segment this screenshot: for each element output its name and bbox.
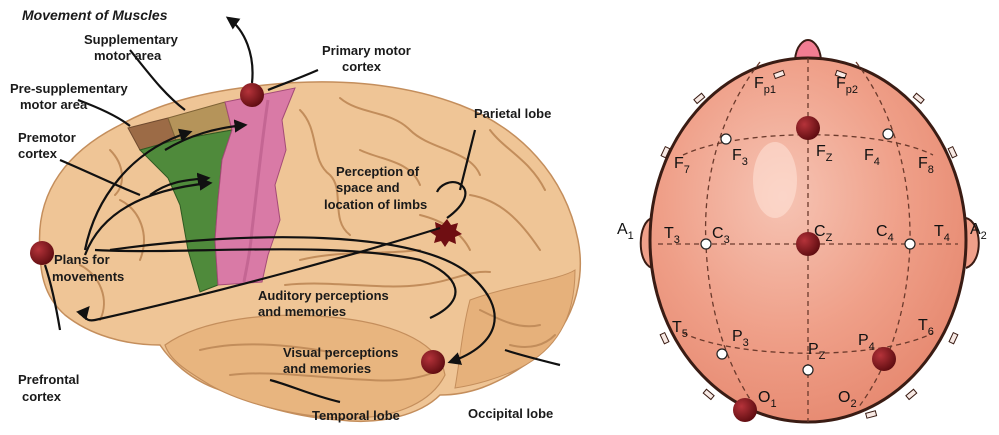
premotor-label-line2: cortex — [18, 146, 58, 161]
eeg-10-20-diagram: Fp1 Fp2 F7 F3 FZ F4 F8 A1 T3 C3 CZ C4 T4… — [617, 40, 987, 422]
electrode-p3 — [717, 349, 727, 359]
visual-marker — [421, 350, 445, 374]
electrode-p4 — [872, 347, 896, 371]
occipital-lobe-label: Occipital lobe — [468, 406, 553, 421]
perception-label-line2: space and — [336, 180, 400, 195]
brain-diagram: Movement of Muscles Supplementary motor … — [10, 7, 580, 423]
supplementary-motor-label-line2: motor area — [94, 48, 162, 63]
perception-label-line1: Perception of — [336, 164, 420, 179]
electrode-c4 — [905, 239, 915, 249]
primary-motor-label-line1: Primary motor — [322, 43, 411, 58]
visual-label-line2: and memories — [283, 361, 371, 376]
pre-supplementary-label-line2: motor area — [20, 97, 88, 112]
premotor-label-line1: Premotor — [18, 130, 76, 145]
supplementary-motor-label-line1: Supplementary — [84, 32, 179, 47]
visual-label-line1: Visual perceptions — [283, 345, 398, 360]
prefrontal-label-line1: Prefrontal — [18, 372, 79, 387]
electrode-f3 — [721, 134, 731, 144]
primary-motor-marker — [240, 83, 264, 107]
auditory-label-line2: and memories — [258, 304, 346, 319]
electrode-c3 — [701, 239, 711, 249]
plans-label-line2: movements — [52, 269, 124, 284]
plans-label-line1: Plans for — [54, 252, 110, 267]
electrode-f4 — [883, 129, 893, 139]
electrode-fz — [796, 116, 820, 140]
movement-of-muscles-label: Movement of Muscles — [22, 7, 168, 23]
primary-motor-label-line2: cortex — [342, 59, 382, 74]
label-a1: A1 — [617, 221, 634, 242]
prefrontal-marker — [30, 241, 54, 265]
auditory-label-line1: Auditory perceptions — [258, 288, 389, 303]
electrode-o1 — [733, 398, 757, 422]
prefrontal-label-line2: cortex — [22, 389, 62, 404]
temporal-lobe-label: Temporal lobe — [312, 408, 400, 423]
parietal-lobe-label: Parietal lobe — [474, 106, 551, 121]
perception-label-line3: location of limbs — [324, 197, 427, 212]
electrode-pz — [803, 365, 813, 375]
pre-supplementary-label-line1: Pre-supplementary — [10, 81, 129, 96]
